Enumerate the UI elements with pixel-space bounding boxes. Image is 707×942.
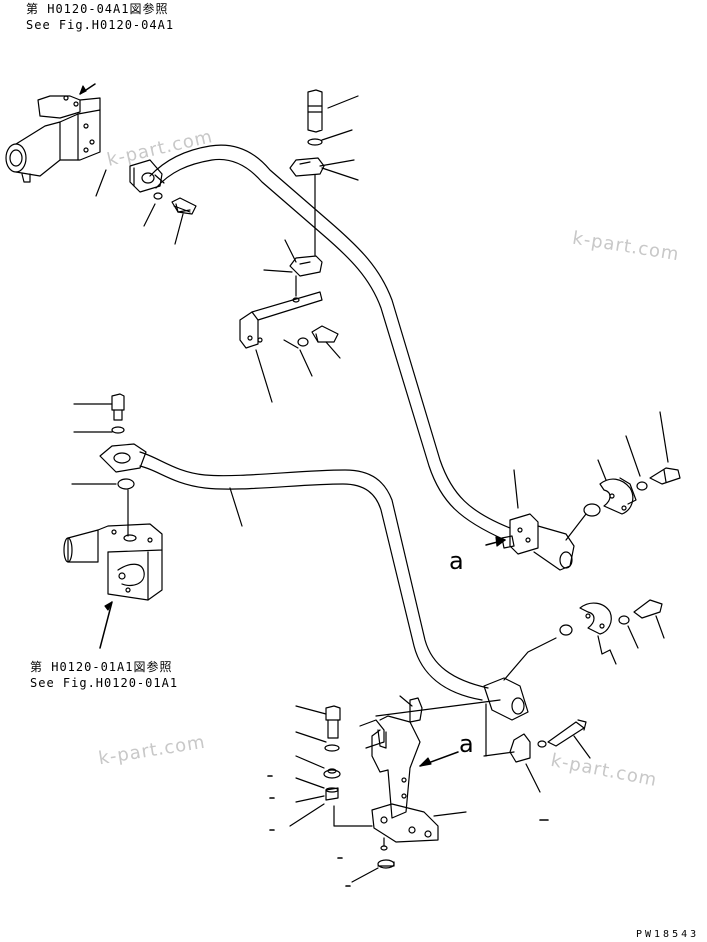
lower-tube-fitting: [99, 393, 147, 490]
lower-bracket: [359, 697, 439, 843]
reference-top-line2: See Fig.H0120-04A1: [26, 18, 175, 32]
drawing-number: PW18543: [636, 929, 700, 940]
reference-bottom-line2: See Fig.H0120-01A1: [30, 676, 179, 690]
lower-hydraulic-tube: [139, 451, 489, 701]
upper-clamp-bolt: [289, 89, 325, 297]
view-callout-a-lower: a: [459, 730, 474, 758]
upper-bracket: [239, 291, 339, 349]
lower-tube-connector: [483, 599, 663, 721]
lower-bracket-hardware-stack: [323, 705, 395, 869]
tube-flange-top-left: [129, 159, 197, 215]
reference-bottom-line1: 第 H0120-01A1図参照: [30, 660, 173, 674]
reference-top-line1: 第 H0120-04A1図参照: [26, 2, 169, 16]
view-callout-a-upper: a: [449, 547, 464, 575]
steering-unit-top: [5, 95, 101, 183]
steering-unit-bottom: [63, 489, 163, 601]
upper-hydraulic-tube: [149, 144, 511, 541]
upper-tube-connector: [501, 459, 681, 571]
